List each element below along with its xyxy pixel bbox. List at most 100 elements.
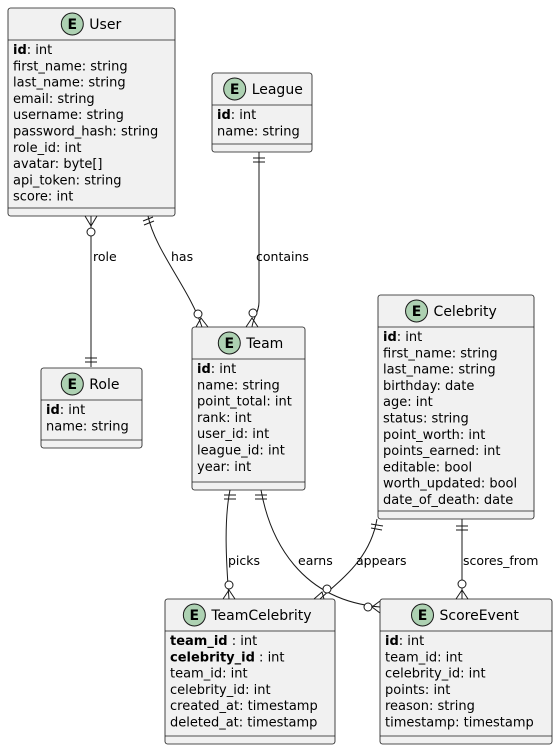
entity-field: role_id: int xyxy=(13,141,81,156)
entity-field: last_name: string xyxy=(13,76,126,91)
entity-field: id: int xyxy=(13,43,52,58)
field-type: last_name: string xyxy=(13,76,126,91)
entity-box xyxy=(377,294,535,520)
field-type: editable: bool xyxy=(383,460,472,475)
entity-badge-icon xyxy=(217,331,241,355)
field-key: id xyxy=(217,108,231,123)
entity-field: worth_updated: bool xyxy=(383,477,517,492)
entity-field: name: string xyxy=(197,378,280,393)
entity-title: Celebrity xyxy=(434,304,497,320)
field-type: deleted_at: timestamp xyxy=(170,716,317,731)
entity-field: password_hash: string xyxy=(13,125,158,140)
field-type: celebrity_id: int xyxy=(170,683,271,698)
relation-celebrity-scoreevent xyxy=(455,519,469,600)
entity-title: Team xyxy=(245,336,283,352)
field-key: celebrity_id xyxy=(170,650,255,665)
entity-field: created_at: timestamp xyxy=(170,699,318,714)
field-type: : int xyxy=(228,634,258,649)
entity-field: timestamp: timestamp xyxy=(385,716,534,731)
entity-field: points: int xyxy=(385,683,450,698)
field-key: id xyxy=(383,330,397,345)
entity-field: reason: string xyxy=(385,699,475,714)
entity-badge-icon xyxy=(223,77,247,101)
field-type: score: int xyxy=(13,190,73,205)
field-type: last_name: string xyxy=(383,363,496,378)
entity-field: editable: bool xyxy=(383,460,472,475)
field-type: avatar: byte[] xyxy=(13,157,103,172)
field-type: : int xyxy=(399,634,424,649)
entity-field: user_id: int xyxy=(197,427,269,442)
field-type: : int xyxy=(255,650,285,665)
entity-field: celebrity_id: int xyxy=(170,683,271,698)
entity-badge-letter: E xyxy=(68,377,78,393)
field-type: api_token: string xyxy=(13,173,122,188)
entity-field: avatar: byte[] xyxy=(13,157,103,172)
label-picks: picks xyxy=(228,553,260,568)
relation-team-scoreevent xyxy=(255,489,381,614)
entity-badge-letter: E xyxy=(190,608,200,624)
field-type: team_id: int xyxy=(385,650,463,665)
field-type: status: string xyxy=(383,412,469,427)
field-type: points: int xyxy=(385,683,450,698)
entity-badge-letter: E xyxy=(68,17,78,33)
entity-field: team_id: int xyxy=(385,650,463,665)
entity-box xyxy=(164,598,336,745)
entity-field: first_name: string xyxy=(13,59,128,74)
entity-field: status: string xyxy=(383,412,469,427)
entity-field: celebrity_id : int xyxy=(170,650,285,665)
field-type: year: int xyxy=(197,460,251,475)
field-type: timestamp: timestamp xyxy=(385,716,534,731)
field-type: created_at: timestamp xyxy=(170,699,318,714)
entity-box xyxy=(191,326,306,491)
field-type: celebrity_id: int xyxy=(385,667,486,682)
field-key: team_id xyxy=(170,634,228,649)
field-key: id xyxy=(13,43,27,58)
field-type: birthday: date xyxy=(383,379,474,394)
field-type: name: string xyxy=(217,124,300,139)
field-type: reason: string xyxy=(385,699,475,714)
entity-field: name: string xyxy=(46,419,129,434)
entity-title: Role xyxy=(89,377,119,393)
relationships xyxy=(84,152,469,614)
field-key: id xyxy=(197,362,211,377)
field-type: league_id: int xyxy=(197,444,285,459)
field-type: first_name: string xyxy=(383,346,498,361)
entity-badge-icon xyxy=(60,372,84,396)
entity-field: id: int xyxy=(197,362,236,377)
field-type: worth_updated: bool xyxy=(383,477,517,492)
entity-field: rank: int xyxy=(197,411,252,426)
field-type: name: string xyxy=(197,378,280,393)
field-type: : int xyxy=(231,108,256,123)
entity-box xyxy=(379,598,553,745)
entity-field: deleted_at: timestamp xyxy=(170,716,317,731)
label-appears: appears xyxy=(356,553,407,568)
relation-user-team xyxy=(142,215,209,328)
entity-field: points_earned: int xyxy=(383,444,500,459)
entity-badge-icon xyxy=(60,12,84,36)
entity-field: point_worth: int xyxy=(383,428,485,443)
entity-field: username: string xyxy=(13,108,124,123)
label-role: role xyxy=(93,249,117,264)
field-type: : int xyxy=(60,403,85,418)
entity-field: id: int xyxy=(46,403,85,418)
field-type: date_of_death: date xyxy=(383,493,513,508)
field-type: point_worth: int xyxy=(383,428,485,443)
field-type: password_hash: string xyxy=(13,125,158,140)
entity-field: name: string xyxy=(217,124,300,139)
entity-field: email: string xyxy=(13,92,95,107)
entity-badge-letter: E xyxy=(230,82,240,98)
entity-title: User xyxy=(89,17,121,33)
field-type: user_id: int xyxy=(197,427,269,442)
entity-badge-letter: E xyxy=(418,608,428,624)
entity-field: age: int xyxy=(383,395,433,410)
entity-badge-letter: E xyxy=(225,336,235,352)
relation-league-team xyxy=(245,152,265,328)
label-contains: contains xyxy=(256,249,309,264)
field-type: email: string xyxy=(13,92,95,107)
